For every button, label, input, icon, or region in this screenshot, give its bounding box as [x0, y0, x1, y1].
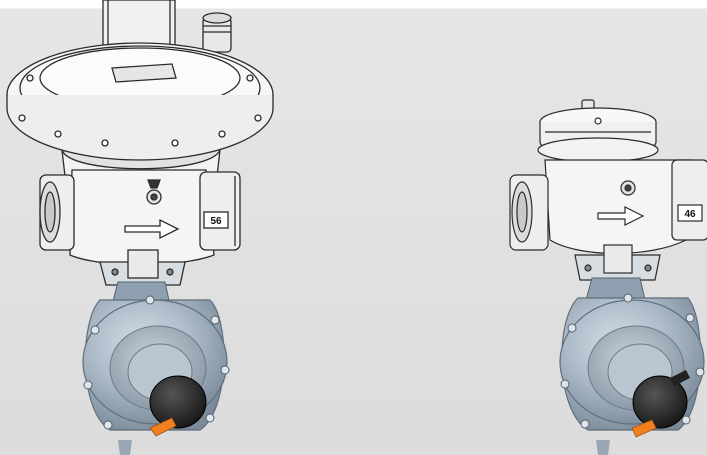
left-regulator — [82, 281, 230, 455]
right-valve: 46 — [509, 99, 707, 281]
right-regulator — [559, 277, 705, 455]
right-size-label: 46 — [684, 209, 696, 220]
left-size-label: 56 — [210, 216, 222, 227]
left-valve: 56 — [6, 0, 274, 286]
